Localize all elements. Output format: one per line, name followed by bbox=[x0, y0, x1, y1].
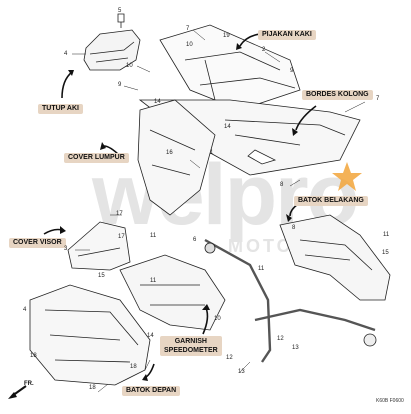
callout-number: 16 bbox=[166, 150, 173, 156]
arrow-bordes bbox=[295, 105, 317, 131]
callout-number: 10 bbox=[186, 42, 193, 48]
callout-number: 3 bbox=[64, 246, 68, 252]
label-garnish-speedometer: GARNISH SPEEDOMETER bbox=[160, 336, 222, 356]
front-direction-label: FR. bbox=[24, 381, 34, 387]
callout-number: 17 bbox=[116, 211, 123, 217]
callout-number: 14 bbox=[154, 99, 161, 105]
callout-number: 13 bbox=[292, 345, 299, 351]
label-garnish-line1: GARNISH bbox=[174, 338, 207, 345]
document-id: K60B F0600 bbox=[376, 398, 404, 404]
callout-number: 15 bbox=[98, 273, 105, 279]
callout-number: 18 bbox=[30, 353, 37, 359]
label-cover-lumpur: COVER LUMPUR bbox=[64, 153, 129, 163]
callout-number: 10 bbox=[214, 316, 221, 322]
callout-number: 6 bbox=[193, 237, 197, 243]
callout-number: 9 bbox=[290, 68, 294, 74]
watermark-star-icon bbox=[332, 162, 362, 191]
arrow-garnish bbox=[202, 307, 209, 335]
callout-number: 8 bbox=[280, 182, 284, 188]
mud-cover-part bbox=[137, 99, 216, 216]
callout-number: 7 bbox=[186, 26, 190, 32]
leader-lines bbox=[72, 29, 366, 393]
callout-number: 11 bbox=[150, 278, 157, 284]
callout-number: 7 bbox=[376, 96, 380, 102]
callout-number: 19 bbox=[223, 33, 230, 39]
handlebar-part bbox=[204, 238, 377, 363]
front-direction-arrow-icon bbox=[8, 385, 27, 399]
callout-number: 5 bbox=[118, 8, 122, 14]
visor-part bbox=[67, 221, 131, 271]
arrow-tutup-aki bbox=[61, 71, 73, 99]
label-pijakan-kaki: PIJAKAN KAKI bbox=[258, 30, 316, 40]
rear-cowl-part bbox=[279, 214, 391, 301]
label-cover-visor: COVER VISOR bbox=[9, 238, 66, 248]
label-tutup-aki: TUTUP AKI bbox=[38, 104, 83, 114]
label-garnish-line2: SPEEDOMETER bbox=[164, 347, 218, 354]
callout-number: 18 bbox=[89, 385, 96, 391]
callout-number: 11 bbox=[258, 266, 265, 272]
callout-number: 8 bbox=[292, 225, 296, 231]
callout-number: 15 bbox=[382, 250, 389, 256]
callout-number: 17 bbox=[118, 234, 125, 240]
footrest-part bbox=[159, 24, 301, 111]
callout-number: 11 bbox=[383, 232, 390, 238]
callout-number: 4 bbox=[23, 307, 27, 313]
label-bordes-kolong: BORDES KOLONG bbox=[302, 90, 373, 100]
callout-number: 14 bbox=[147, 333, 154, 339]
callout-number: 10 bbox=[126, 63, 133, 69]
bolt-part bbox=[117, 13, 125, 28]
callout-number: 12 bbox=[226, 355, 233, 361]
callout-number: 14 bbox=[224, 124, 231, 130]
label-batok-belakang: BATOK BELAKANG bbox=[294, 196, 368, 206]
callout-number: 12 bbox=[277, 336, 284, 342]
callout-number: 18 bbox=[130, 364, 137, 370]
callout-number: 1 bbox=[210, 150, 214, 156]
speedometer-garnish-part bbox=[119, 254, 226, 331]
label-batok-depan: BATOK DEPAN bbox=[122, 386, 181, 396]
callout-number: 13 bbox=[238, 369, 245, 375]
callout-number: 2 bbox=[262, 47, 266, 53]
callout-number: 11 bbox=[150, 233, 157, 239]
arrow-cover-visor bbox=[43, 228, 63, 235]
callout-number: 9 bbox=[118, 82, 122, 88]
callout-number: 4 bbox=[64, 51, 68, 57]
arrow-pijakan bbox=[239, 33, 261, 47]
battery-cover-part bbox=[83, 29, 141, 71]
